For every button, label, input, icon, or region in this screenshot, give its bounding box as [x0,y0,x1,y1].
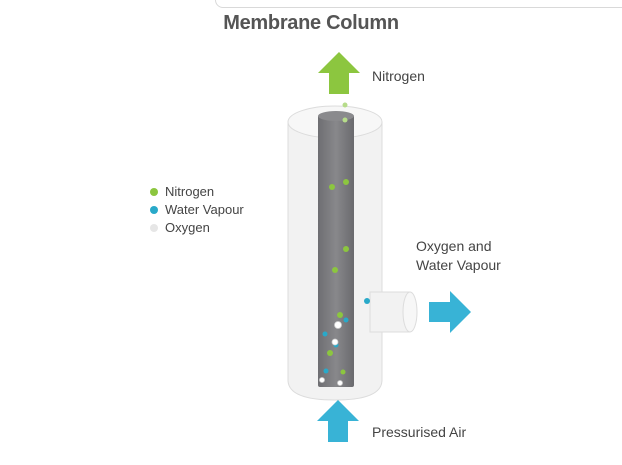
oxygen-particle [319,377,325,383]
nitrogen-particles [327,102,349,375]
nitrogen-particle [342,117,348,123]
water-vapour-particle [343,317,349,323]
oxygen-dot-icon [150,224,158,232]
side-outlet-label-line2: Water Vapour [416,257,501,273]
membrane-core-top [318,111,354,121]
water-vapour-particle [323,368,329,374]
diagram-title: Membrane Column [223,12,399,34]
legend-item-oxygen: Oxygen [150,219,244,237]
water-vapour-dot-icon [150,206,158,214]
nitrogen-particle [343,179,349,185]
top-frame-edge [215,0,622,8]
nitrogen-particle [332,267,338,273]
nitrogen-particle [327,350,333,356]
side-outlet-label-line1: Oxygen and [416,238,492,254]
oxygen-particle [337,380,343,386]
inlet-label: Pressurised Air [372,424,467,440]
side-outlet-rim [402,291,418,333]
legend-label: Water Vapour [165,202,244,217]
legend-label: Nitrogen [165,184,215,199]
nitrogen-outlet-arrow [318,52,360,94]
nitrogen-particle [343,246,349,252]
nitrogen-particle [340,369,346,375]
water-vapour-particle [322,331,328,337]
legend: Nitrogen Water Vapour Oxygen [150,183,244,237]
oxygen-particle [331,338,339,346]
legend-item-nitrogen: Nitrogen [150,183,244,201]
exhaust-outlet-arrow [429,291,471,333]
oxygen-particle [334,321,342,329]
water-vapour-particle [364,298,370,304]
legend-item-water-vapour: Water Vapour [150,201,244,219]
air-inlet-arrow [317,400,359,442]
nitrogen-outlet-label: Nitrogen [372,68,425,84]
nitrogen-dot-icon [150,188,158,196]
oxygen-particles [319,321,343,386]
nitrogen-particle [329,184,335,190]
nitrogen-particle [342,102,348,108]
legend-label: Oxygen [165,220,210,235]
nitrogen-particle [337,312,343,318]
